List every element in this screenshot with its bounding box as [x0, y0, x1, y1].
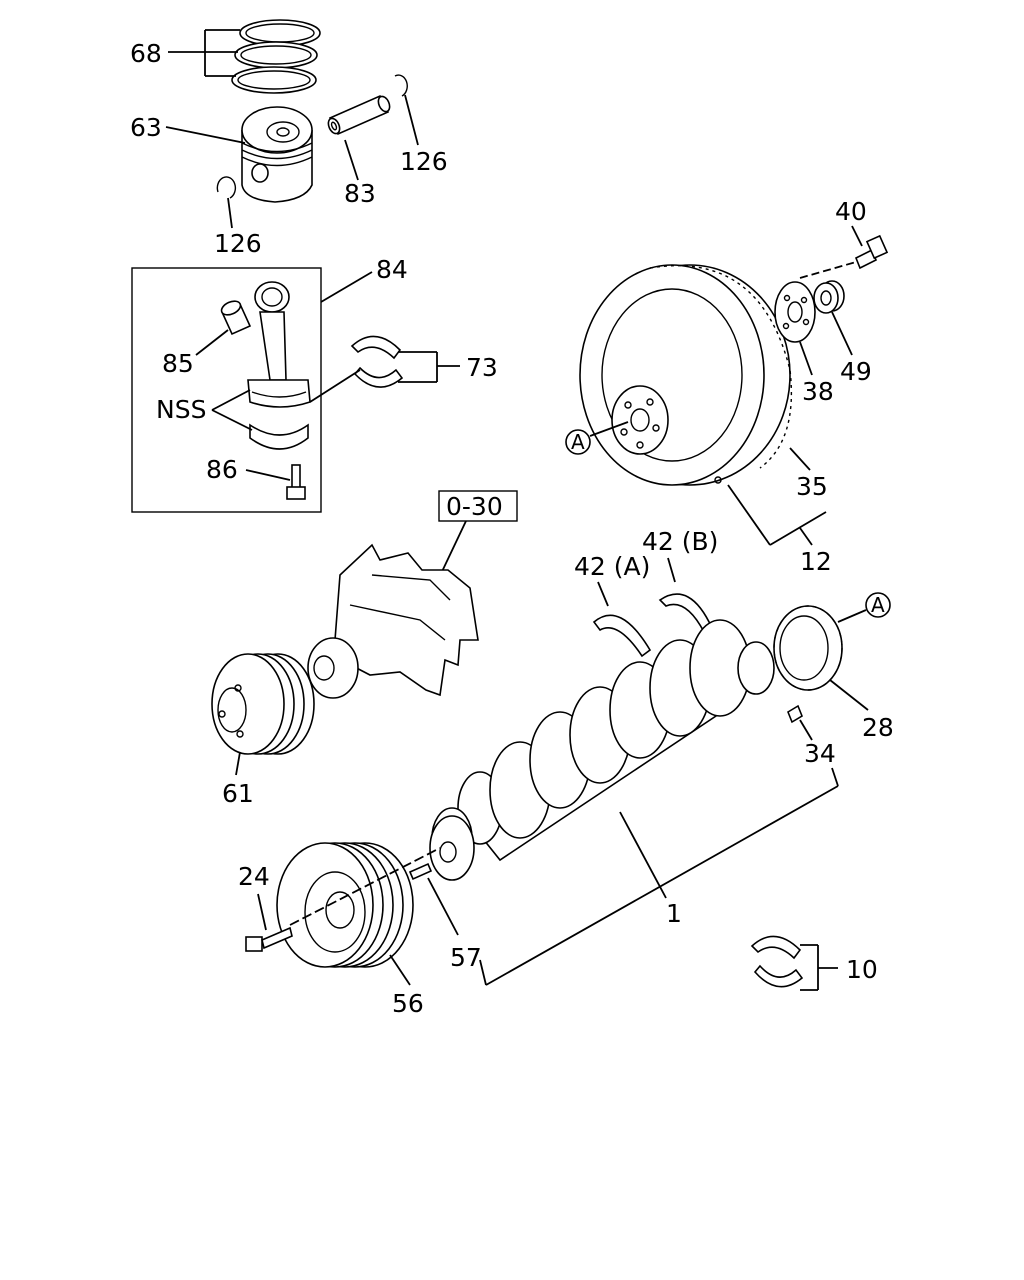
leader-1	[479, 767, 839, 986]
piston-pin-icon	[327, 94, 391, 136]
label-12: 12	[800, 547, 832, 576]
leader-85	[195, 329, 229, 356]
label-68: 68	[130, 39, 162, 68]
axis-line-pulley	[289, 847, 441, 926]
piston-icon	[241, 106, 313, 203]
pilot-bearing-icon	[813, 280, 845, 314]
small-end-bushing-icon	[220, 300, 252, 336]
circled-letter-a-gear: A	[837, 592, 891, 623]
leader-57	[427, 877, 459, 936]
leader-56	[389, 954, 411, 986]
flywheel-plate-icon	[774, 281, 816, 343]
leader-126-right	[404, 94, 419, 146]
label-61: 61	[222, 779, 254, 808]
label-57: 57	[450, 943, 482, 972]
label-1: 1	[666, 899, 682, 928]
label-10: 10	[846, 955, 878, 984]
leader-40	[851, 225, 863, 247]
leader-86	[245, 469, 291, 481]
bolt-icon	[854, 234, 889, 270]
dowel-pin-icon	[408, 862, 433, 881]
leader-84	[320, 271, 373, 303]
leader-10	[800, 944, 838, 991]
timing-gear-icon	[773, 605, 843, 691]
thrust-washer-a-icon	[592, 614, 652, 658]
label-84: 84	[376, 255, 408, 284]
leader-42a	[597, 581, 609, 607]
bolt-icon	[286, 464, 306, 500]
crank-pulley-icon	[276, 842, 414, 968]
label-49: 49	[840, 357, 872, 386]
flywheel-icon	[579, 264, 793, 486]
label-35: 35	[796, 472, 828, 501]
reference-box	[438, 490, 518, 522]
leader-63	[165, 126, 246, 144]
leader-38	[799, 341, 813, 376]
leader-61	[235, 751, 241, 776]
water-pump-icon	[307, 543, 479, 699]
axis-line-flywheel	[799, 261, 857, 279]
crankshaft-icon	[431, 619, 775, 869]
leader-35	[789, 447, 811, 471]
label-85: 85	[162, 349, 194, 378]
label-126-left: 126	[214, 229, 262, 258]
label-42b: 42 (B)	[642, 527, 718, 556]
pulley-icon	[211, 653, 315, 755]
leader-34	[799, 719, 813, 741]
snap-ring-icon	[216, 74, 408, 199]
label-24: 24	[238, 862, 270, 891]
leader-126-left	[227, 197, 233, 229]
leader-83	[344, 139, 359, 181]
label-83: 83	[344, 179, 376, 208]
label-63: 63	[130, 113, 162, 142]
connecting-rod-kit-box	[131, 267, 322, 513]
key-icon	[787, 704, 803, 724]
bearing-shell-icon	[350, 335, 404, 388]
leader-28	[829, 679, 869, 711]
label-nss: NSS	[156, 395, 206, 424]
connecting-rod-icon	[247, 281, 311, 450]
main-bearing-icon	[750, 935, 804, 988]
label-0-30: 0-30	[446, 492, 503, 521]
label-34: 34	[804, 739, 836, 768]
leader-24	[257, 893, 267, 931]
nss-leaders	[211, 389, 253, 431]
label-28: 28	[862, 713, 894, 742]
leader-68	[168, 29, 240, 77]
label-86: 86	[206, 455, 238, 484]
leader-73-rod	[309, 369, 361, 403]
leader-73	[398, 351, 460, 383]
bolt-icon	[245, 926, 293, 952]
leader-49	[831, 311, 853, 356]
label-126-right: 126	[400, 147, 448, 176]
label-38: 38	[802, 377, 834, 406]
piston-rings-icon	[231, 19, 321, 94]
crank-flange-icon	[429, 815, 475, 881]
circled-letter-a-flywheel: A	[565, 421, 629, 455]
label-73: 73	[466, 353, 498, 382]
svg-text:A: A	[571, 430, 585, 454]
svg-text:A: A	[871, 593, 885, 617]
label-42a: 42 (A)	[574, 552, 650, 581]
leader-42b	[667, 557, 676, 583]
label-40: 40	[835, 197, 867, 226]
leader-12	[727, 484, 827, 546]
label-56: 56	[392, 989, 424, 1018]
